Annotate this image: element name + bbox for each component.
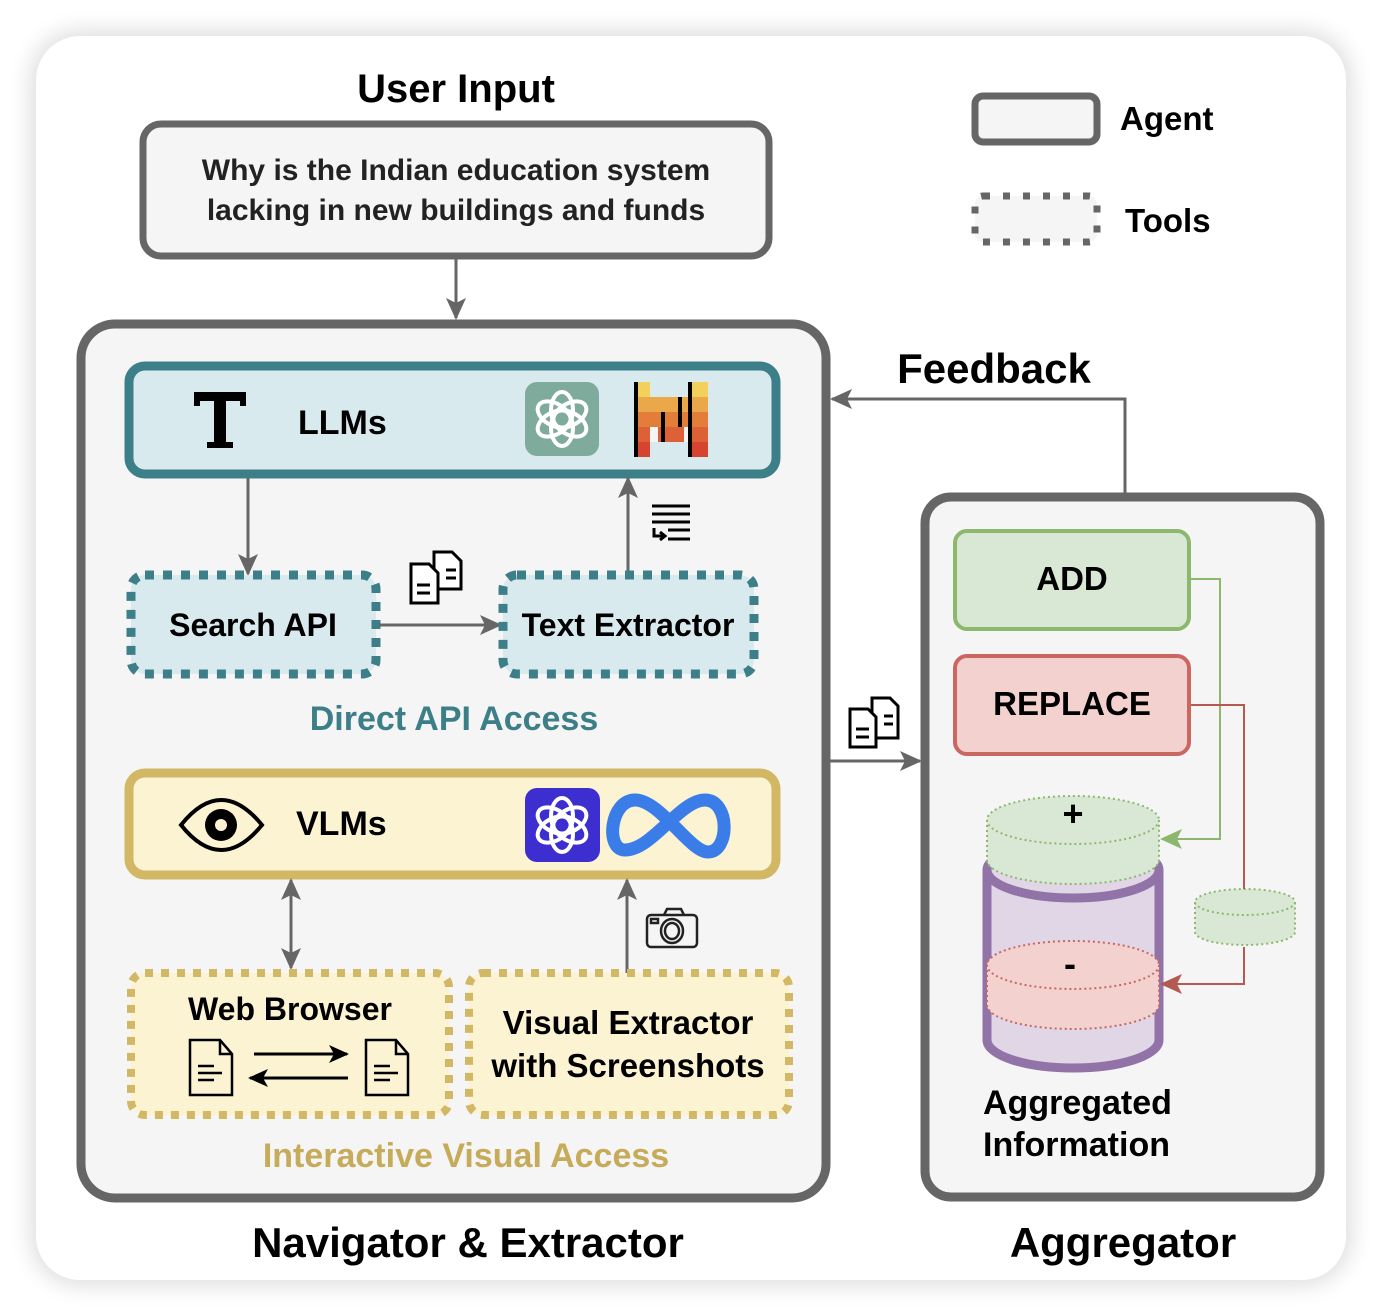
meta-icon <box>606 793 731 859</box>
openai-icon <box>525 382 599 456</box>
visual-extractor-tool <box>465 969 793 1119</box>
documents-icon <box>848 696 900 749</box>
web-browser-label: Web Browser <box>188 991 392 1027</box>
llms-box: LLMs <box>124 361 781 479</box>
mistral-icon <box>634 382 708 457</box>
text-wrap-icon <box>652 504 690 542</box>
text-extractor-label: Text Extractor <box>522 607 735 643</box>
user-query-box <box>139 120 773 260</box>
visual-extractor-line1: Visual Extractor <box>503 1004 754 1041</box>
add-data-disk: + <box>986 793 1160 885</box>
replace-label: REPLACE <box>993 685 1151 722</box>
remove-data-disk: - <box>986 940 1160 1030</box>
replacement-data-disk <box>1194 888 1296 946</box>
replace-connector-line <box>1191 704 1245 889</box>
visual-extractor-line2: with Screenshots <box>490 1047 764 1084</box>
add-label: ADD <box>1036 560 1108 597</box>
legend-agent-swatch <box>971 92 1101 146</box>
user-query-line2: lacking in new buildings and funds <box>207 194 705 227</box>
vlms-box: VLMs <box>124 768 781 880</box>
document-icon <box>188 1038 234 1097</box>
plus-sign: + <box>1062 793 1083 834</box>
interactive-visual-access-label: Interactive Visual Access <box>263 1137 669 1175</box>
feedback-label: Feedback <box>897 345 1091 392</box>
document-icon <box>364 1038 410 1097</box>
aggregator-title: Aggregator <box>1010 1219 1236 1266</box>
add-action-box <box>953 529 1191 631</box>
aggregated-info-line1: Aggregated <box>983 1084 1172 1122</box>
add-connector-arrow <box>1160 578 1221 849</box>
search-api-tool <box>126 570 381 679</box>
search-api-label: Search API <box>169 607 337 643</box>
legend-agent-label: Agent <box>1120 100 1214 137</box>
direct-api-access-label: Direct API Access <box>310 700 599 738</box>
aggregated-info-line2: Information <box>983 1126 1170 1164</box>
feedback-arrow <box>830 389 1127 494</box>
eye-icon <box>178 798 265 852</box>
navigator-extractor-title: Navigator & Extractor <box>252 1219 684 1266</box>
openai-icon <box>525 788 600 862</box>
minus-sign: - <box>1064 943 1076 984</box>
vlms-label: VLMs <box>296 805 387 843</box>
text-t-icon <box>194 392 246 448</box>
replace-action-box <box>953 654 1191 756</box>
legend-tools-label: Tools <box>1125 202 1211 239</box>
text-extractor-tool <box>498 570 759 679</box>
user-input-title: User Input <box>357 67 555 111</box>
camera-icon <box>645 907 699 949</box>
documents-icon <box>409 550 463 605</box>
legend-tools-swatch <box>971 192 1101 246</box>
replace-connector-arrow <box>1160 947 1245 994</box>
user-query-line1: Why is the Indian education system <box>202 154 710 187</box>
llms-label: LLMs <box>298 404 387 442</box>
